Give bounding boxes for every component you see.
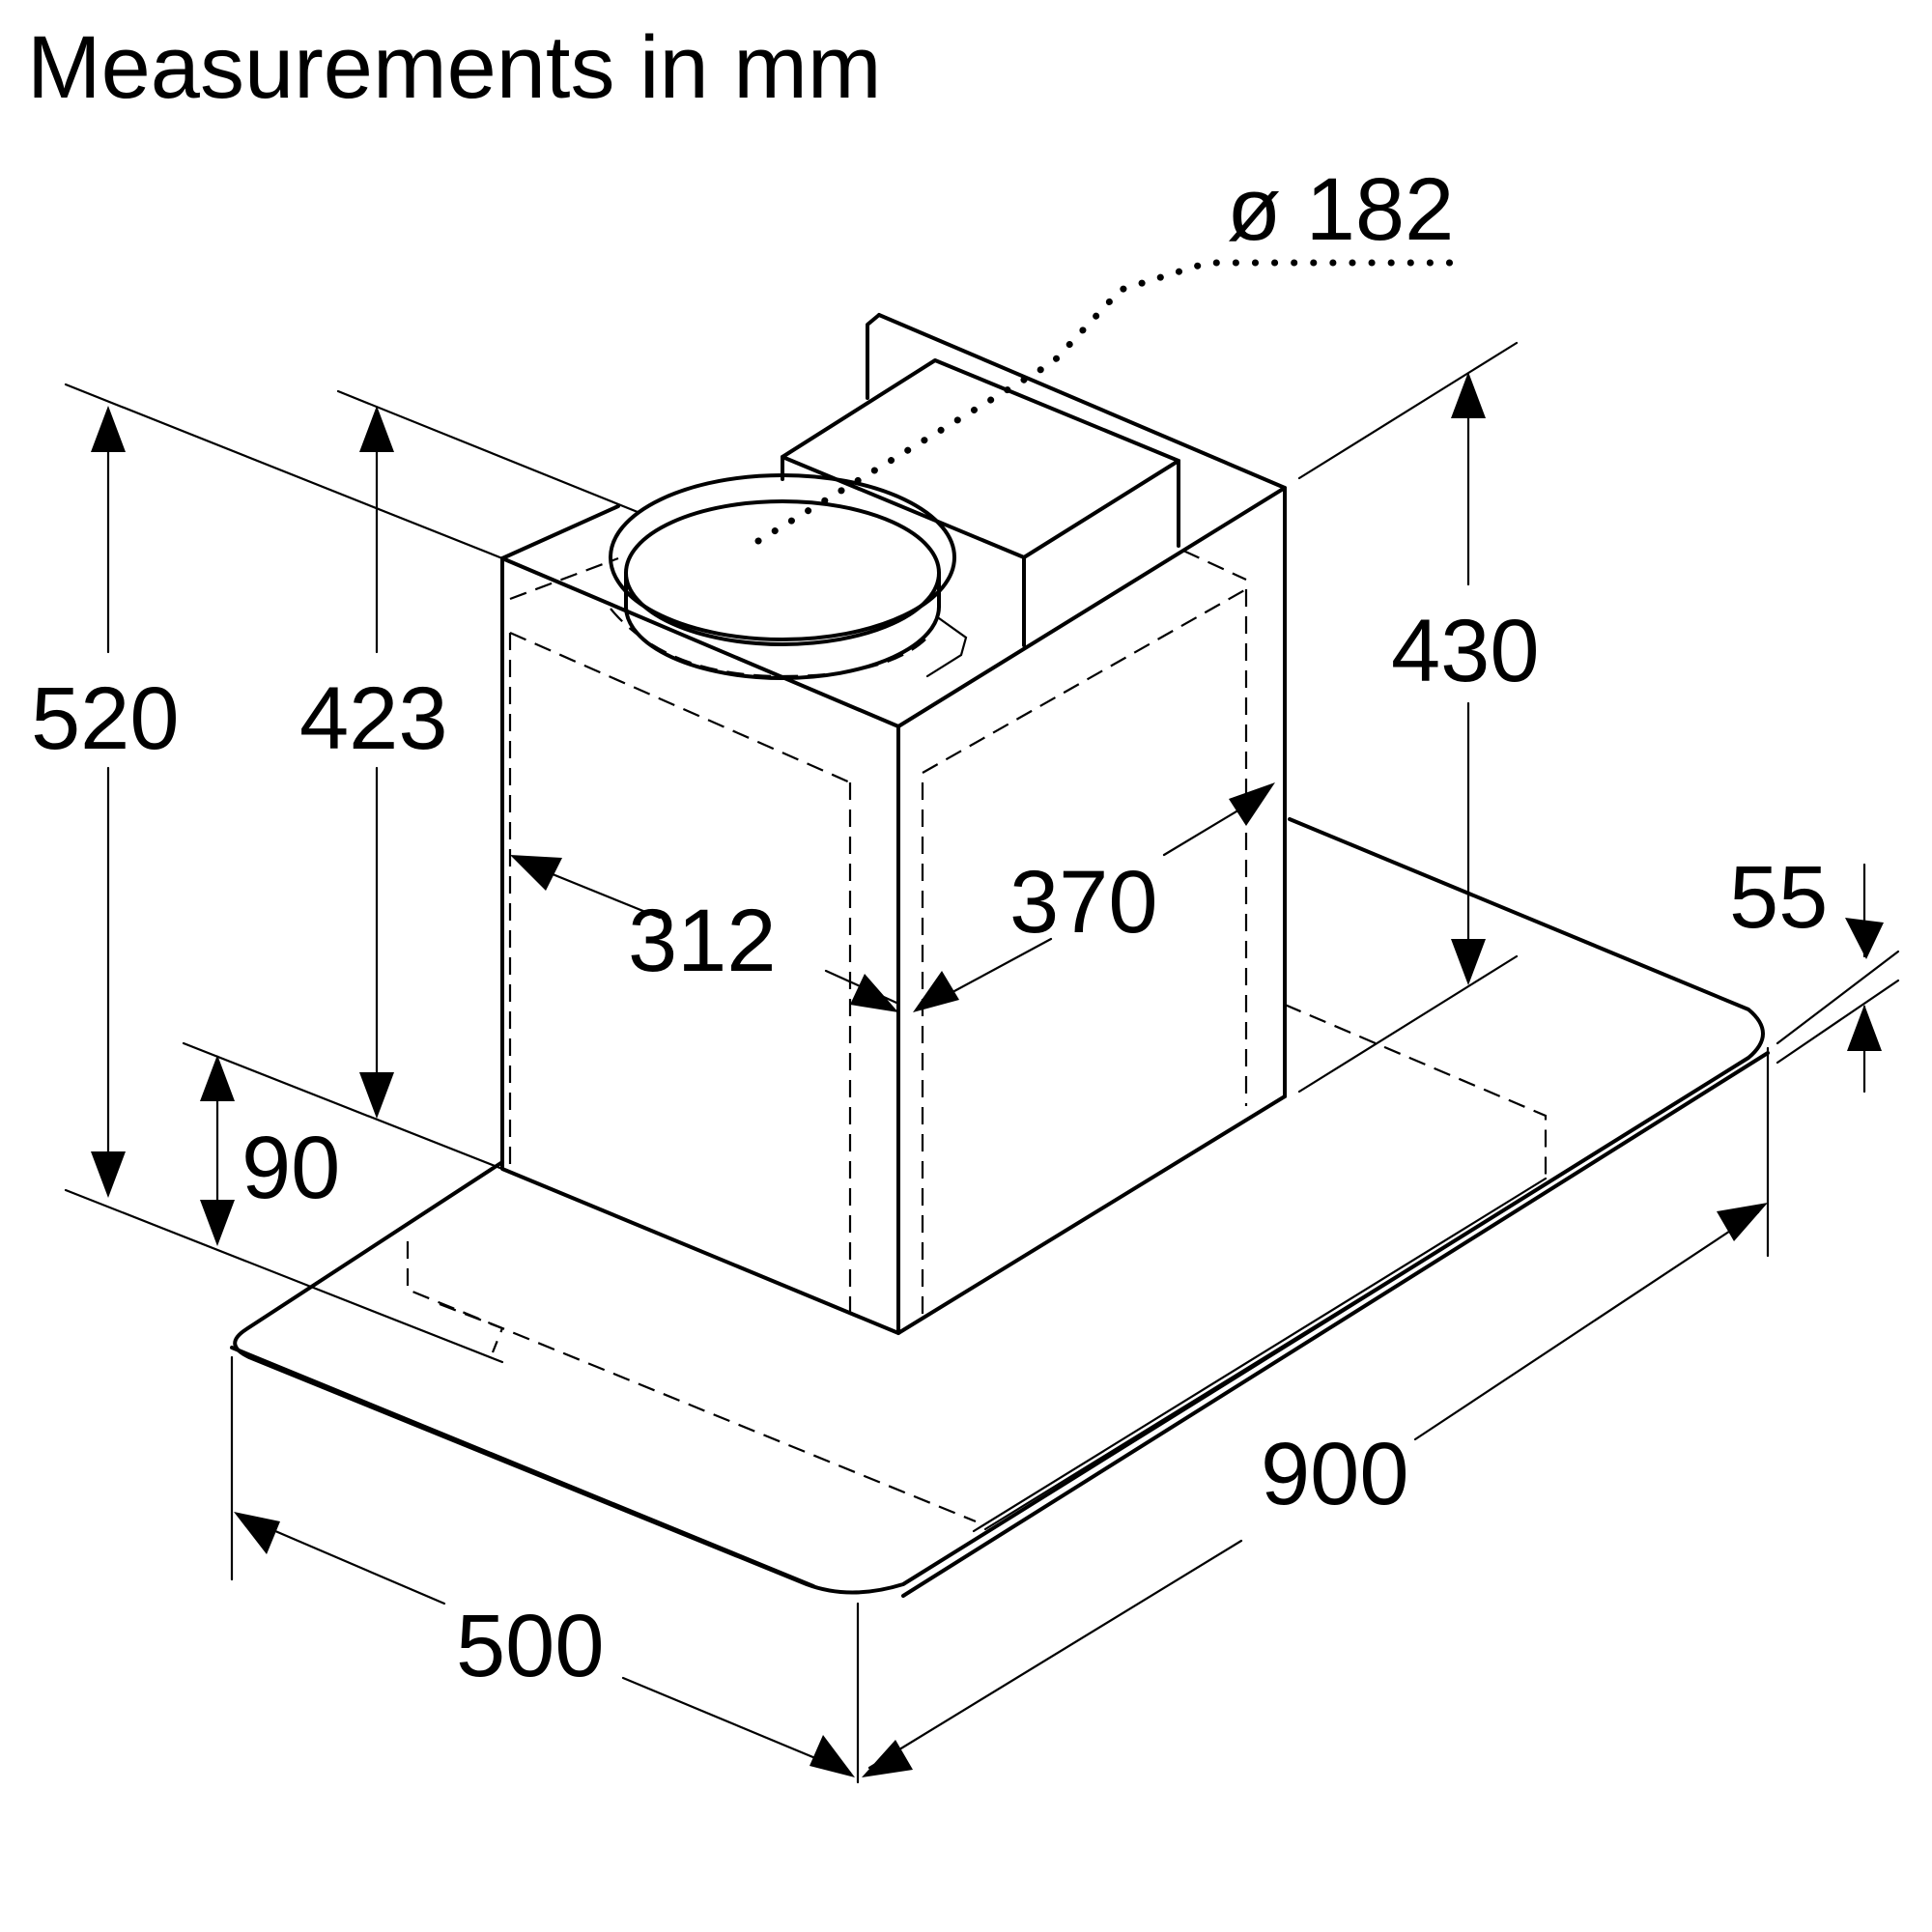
glass-canopy: [230, 817, 1770, 1598]
extension-lines: [64, 259, 1900, 1784]
exhaust-outlet: [609, 473, 968, 680]
page-title: Measurements in mm: [27, 18, 882, 117]
chimney-depth-label: 312: [628, 892, 777, 990]
chimney: [500, 313, 1287, 1335]
width-label: 900: [1261, 1425, 1409, 1523]
dimension-lines: [91, 372, 1884, 1777]
motor-housing: [781, 358, 1180, 647]
total-height-label: 520: [31, 669, 180, 768]
chimney-side-height-label: 430: [1391, 602, 1540, 700]
diameter-label: ø 182: [1227, 160, 1454, 259]
glass-thickness-label: 55: [1729, 848, 1828, 947]
chimney-width-label: 370: [1009, 853, 1158, 952]
canopy-height-label: 90: [242, 1119, 340, 1217]
dimension-labels: ø 182 520 423 430 312 370 90 55 900 500: [31, 160, 1828, 1695]
depth-label: 500: [456, 1597, 605, 1695]
chimney-height-label: 423: [299, 669, 448, 768]
